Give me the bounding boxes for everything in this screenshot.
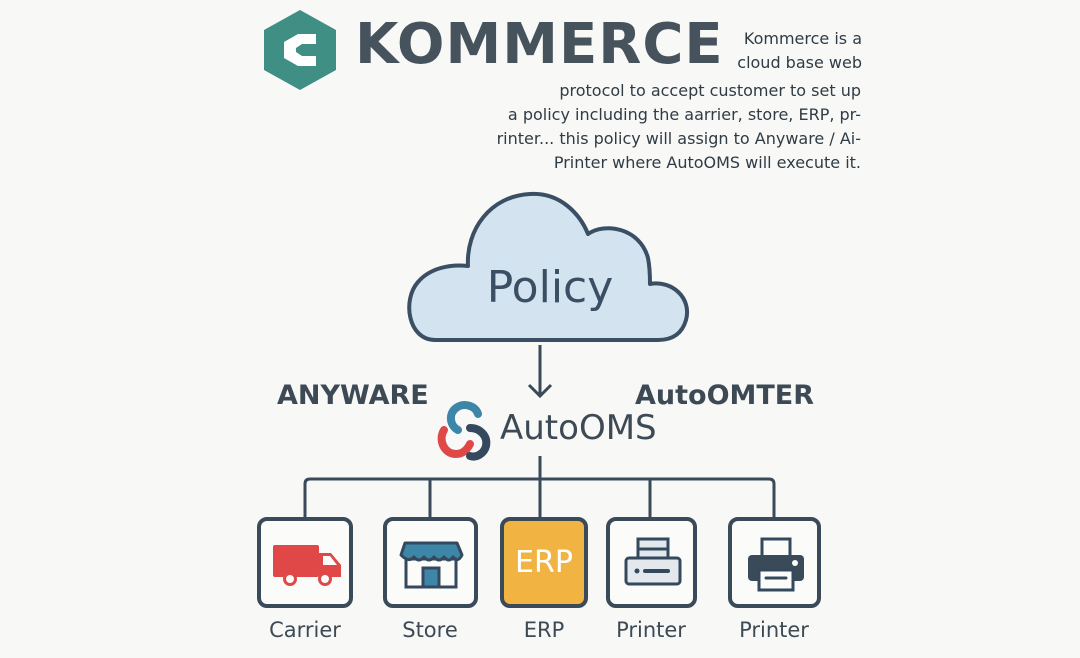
printer-icon [624, 537, 682, 586]
store-node[interactable] [383, 517, 478, 608]
carrier-label: Carrier [269, 618, 341, 642]
autoomter-label: AutoOMTER [635, 380, 815, 411]
printer-label-2: Printer [739, 618, 809, 642]
erp-label: ERP [523, 618, 565, 642]
erp-badge: ERP [515, 545, 573, 580]
description-intro: Kommerce is a cloud base web [737, 29, 862, 72]
brand-title: KOMMERCE [355, 12, 724, 77]
store-label: Store [402, 618, 458, 642]
kommerce-logo-icon [264, 10, 336, 90]
printer-node-2[interactable] [728, 517, 821, 608]
carrier-node[interactable] [257, 517, 353, 608]
printer-node-1[interactable] [606, 517, 697, 608]
autooms-logo-icon [437, 401, 491, 461]
erp-node[interactable]: ERP [500, 517, 588, 608]
arrow-down-icon [527, 345, 553, 399]
policy-label: Policy [486, 262, 614, 313]
anyware-label: ANYWARE [277, 380, 429, 411]
printer-label-1: Printer [616, 618, 686, 642]
storefront-icon [399, 541, 464, 589]
policy-cloud-icon [407, 191, 690, 342]
autooms-label: AutoOMS [500, 408, 657, 448]
printer-icon [748, 537, 804, 592]
truck-icon [273, 545, 341, 586]
description-body: protocol to accept customer to set up a … [496, 81, 861, 172]
